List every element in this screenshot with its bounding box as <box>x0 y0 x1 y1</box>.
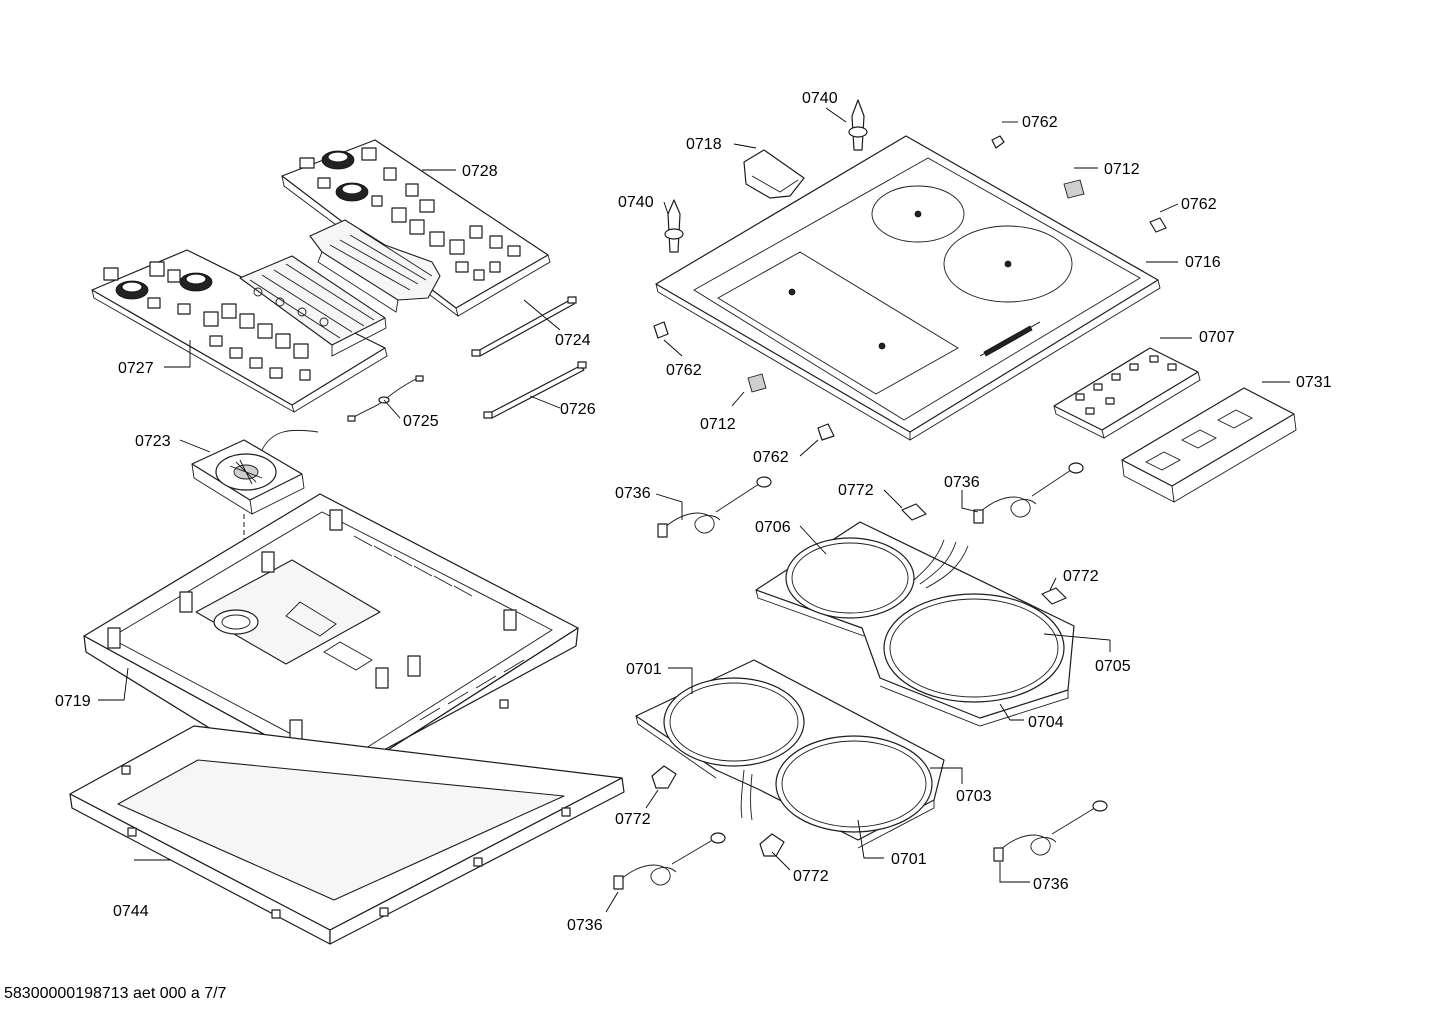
label-0726: 0726 <box>560 401 596 418</box>
label-0704: 0704 <box>1028 714 1064 731</box>
label-0772-a: 0772 <box>838 482 874 499</box>
clip-0740-top <box>848 99 868 151</box>
power-board-0728 <box>281 139 551 318</box>
clip-0772-d <box>759 833 785 857</box>
label-0772-b: 0772 <box>1063 568 1099 585</box>
clip-0740-left <box>664 199 684 253</box>
label-0716: 0716 <box>1185 254 1221 271</box>
induction-coil-0705 <box>883 593 1065 703</box>
board-holder-0731 <box>1121 387 1297 503</box>
label-0740-left: 0740 <box>618 194 654 211</box>
coil-wires-upper <box>913 539 969 589</box>
label-0731: 0731 <box>1296 374 1332 391</box>
label-0707: 0707 <box>1199 329 1235 346</box>
buffer-0762-a <box>991 135 1005 149</box>
pad-0712-a <box>1063 179 1085 199</box>
label-0725: 0725 <box>403 413 439 430</box>
label-0736-c: 0736 <box>1033 876 1069 893</box>
temperature-sensor-0736-b <box>973 462 1084 524</box>
label-0744: 0744 <box>113 903 149 920</box>
label-0736-d: 0736 <box>567 917 603 934</box>
label-0703: 0703 <box>956 788 992 805</box>
label-0719: 0719 <box>55 693 91 710</box>
clip-0772-a <box>901 503 927 521</box>
temperature-sensor-0736-a <box>657 476 772 538</box>
label-0740-top: 0740 <box>802 90 838 107</box>
temperature-sensor-0736-d <box>993 800 1108 862</box>
temperature-sensor-0736-c <box>613 832 726 890</box>
power-board-0727 <box>91 249 388 413</box>
buffer-0762-c <box>653 321 669 339</box>
induction-coil-0706 <box>785 537 915 619</box>
label-0718: 0718 <box>686 136 722 153</box>
label-0736-a: 0736 <box>615 485 651 502</box>
label-0762-c: 0762 <box>666 362 702 379</box>
clip-0772-c <box>651 765 677 789</box>
control-board-0707 <box>1053 347 1201 439</box>
induction-coil-0701-lower <box>775 735 933 833</box>
buffer-0762-b <box>1149 217 1167 233</box>
label-0762-a: 0762 <box>1022 114 1058 131</box>
label-0727: 0727 <box>118 360 154 377</box>
label-0705: 0705 <box>1095 658 1131 675</box>
cooling-fan-0723 <box>191 429 319 610</box>
housing-posts <box>107 509 517 741</box>
document-id: 58300000198713 aet 000 a 7/7 <box>4 985 227 1002</box>
ribbon-cable-0726 <box>483 361 587 419</box>
part-labels: 0728 0727 0724 0725 0726 0723 0719 0744 … <box>55 90 1332 934</box>
label-0736-b: 0736 <box>944 474 980 491</box>
coil-wires-lower <box>740 769 753 821</box>
label-0712-b: 0712 <box>700 416 736 433</box>
ribbon-cable-0724 <box>471 296 577 357</box>
pad-0712-b <box>747 373 767 393</box>
bracket-0718 <box>743 149 805 199</box>
label-0701-upper: 0701 <box>626 661 662 678</box>
label-0723: 0723 <box>135 433 171 450</box>
glass-ceramic-top-0716 <box>655 135 1161 441</box>
clip-0772-b <box>1041 587 1067 605</box>
label-0772-d: 0772 <box>793 868 829 885</box>
buffer-0762-d <box>817 423 835 441</box>
label-0701-lower: 0701 <box>891 851 927 868</box>
label-0762-b: 0762 <box>1181 196 1217 213</box>
frame-0744 <box>69 699 625 945</box>
label-0762-d: 0762 <box>753 449 789 466</box>
label-0728: 0728 <box>462 163 498 180</box>
induction-coil-0701-upper <box>663 677 805 767</box>
label-0712-a: 0712 <box>1104 161 1140 178</box>
label-0706: 0706 <box>755 519 791 536</box>
label-0724: 0724 <box>555 332 591 349</box>
label-0772-c: 0772 <box>615 811 651 828</box>
leader-lines <box>98 107 1290 913</box>
